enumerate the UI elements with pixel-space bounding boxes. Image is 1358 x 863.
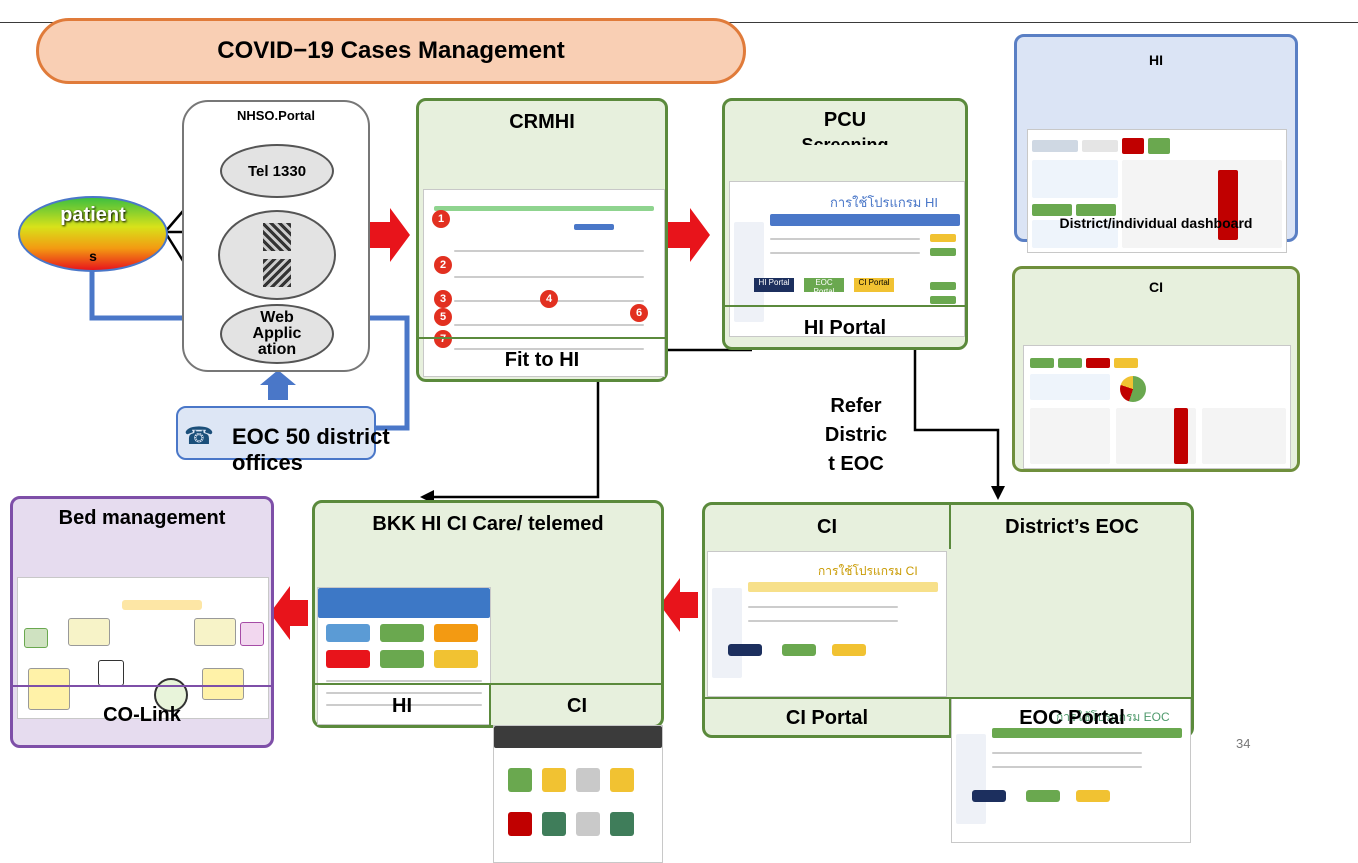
refer-line: t EOC [828, 453, 884, 475]
eoc-offices-line: offices [232, 450, 303, 475]
ci-title: CI [817, 515, 837, 538]
pcu-subtitle: Screening [801, 135, 889, 145]
refer-line: Refer [830, 395, 882, 417]
step-number: 6 [630, 304, 648, 322]
page-title: COVID−19 Cases Management [36, 18, 746, 84]
bed-management-box: Bed management CO-Link [10, 496, 274, 748]
bed-title: Bed management [58, 506, 226, 529]
crmhi-box: CRMHI 1 2 3 4 5 6 7 Fit to HI [416, 98, 668, 382]
qr-codes-oval [218, 210, 336, 300]
arrow-to-pcu [668, 208, 710, 262]
hi-portal-button: HI Portal [754, 278, 794, 292]
eoc-offices-line: EOC 50 district [232, 424, 390, 449]
qr-code-icon [263, 259, 291, 287]
bed-footer: CO-Link [13, 685, 271, 743]
web-app-line: Applic [252, 325, 302, 342]
pcu-to-eoc-line [913, 350, 1000, 490]
phone-icon: ☎ [184, 423, 214, 450]
step-number: 3 [434, 290, 452, 308]
web-app-line: ation [257, 341, 297, 358]
qr-code-icon [263, 223, 291, 251]
bkk-title: BKK HI CI Care/ telemed [372, 512, 604, 535]
arrow-to-bed [270, 586, 308, 640]
web-app-line: Web [260, 309, 294, 326]
page-number: 34 [1236, 736, 1251, 751]
ci-dashboard-box: CI [1012, 266, 1300, 472]
patients-node: patient s [18, 196, 168, 272]
bed-network-screenshot [17, 577, 269, 719]
hi-dashboard-box: HI District/individual dashboard [1014, 34, 1298, 253]
patients-label-1: patient [60, 204, 126, 226]
eoc-portal-footer: EOC Portal [949, 697, 1193, 737]
eoc-offices-label: EOC 50 district offices [232, 424, 390, 476]
bkk-care-box: BKK HI CI Care/ telemed HI CI [312, 500, 664, 863]
pcu-box: PCU Screening การใช้โปรแกรม HI Portal HI… [722, 98, 968, 350]
ci-portal-button: CI Portal [854, 278, 894, 292]
pcu-footer: HI Portal [725, 305, 965, 349]
ci-dashboard-screenshot [1023, 345, 1291, 469]
hi-portal-to-bkk-line [430, 348, 752, 499]
district-eoc-title: District’s EOC [949, 505, 1193, 549]
step-number: 5 [434, 308, 452, 326]
refer-line: Distric [824, 424, 888, 446]
eoc-portal-button: EOC Portal [804, 278, 844, 296]
crmhi-footer: Fit to HI [419, 337, 665, 381]
nhso-title: NHSO.Portal [236, 108, 315, 123]
hi-dashboard-title: HI [1149, 52, 1163, 68]
patient-eoc-route [89, 265, 410, 431]
ci-dashboard-title: CI [1149, 279, 1163, 295]
step-number: 7 [434, 330, 452, 348]
refer-label: Refer Distric t EOC [808, 392, 904, 479]
ci-eoc-box: CI District’s EOC การใช้โปรแกรม CI Porta… [702, 502, 1194, 843]
eoc-offices-box: ☎ [176, 406, 376, 460]
ci-portal-footer: CI Portal [705, 697, 949, 737]
crmhi-title: CRMHI [509, 110, 575, 133]
web-application-oval: Web Applic ation [220, 304, 334, 364]
hi-portal-screenshot: การใช้โปรแกรม HI Portal HI Portal EOC Po… [729, 181, 965, 337]
hi-dashboard-footer: District/individual dashboard [1059, 215, 1253, 231]
arrow-to-bkk [660, 578, 698, 632]
bkk-footer-hi: HI [315, 683, 489, 727]
patients-label-2: s [89, 248, 97, 264]
pie-chart-icon [1120, 376, 1146, 402]
arrowhead-eoc [991, 486, 1005, 500]
arrow-to-crmhi [368, 208, 410, 262]
pcu-title: PCU [823, 108, 867, 131]
step-number: 2 [434, 256, 452, 274]
nhso-portal-box: NHSO.Portal Tel 1330 Web Applic ation [182, 100, 370, 372]
co-link-hub-icon [154, 678, 188, 712]
step-number: 1 [432, 210, 450, 228]
bkk-footer-ci: CI [489, 683, 663, 727]
arrow-up-web [260, 370, 296, 400]
bkk-hi-screenshot [317, 587, 491, 725]
hi-dashboard-screenshot [1027, 129, 1287, 253]
tel-1330-oval: Tel 1330 [220, 144, 334, 198]
step-number: 4 [540, 290, 558, 308]
bkk-ci-screenshot [493, 725, 663, 863]
crmhi-screenshot: 1 2 3 4 5 6 7 [423, 189, 665, 377]
ci-portal-screenshot: การใช้โปรแกรม CI Portal [707, 551, 947, 697]
